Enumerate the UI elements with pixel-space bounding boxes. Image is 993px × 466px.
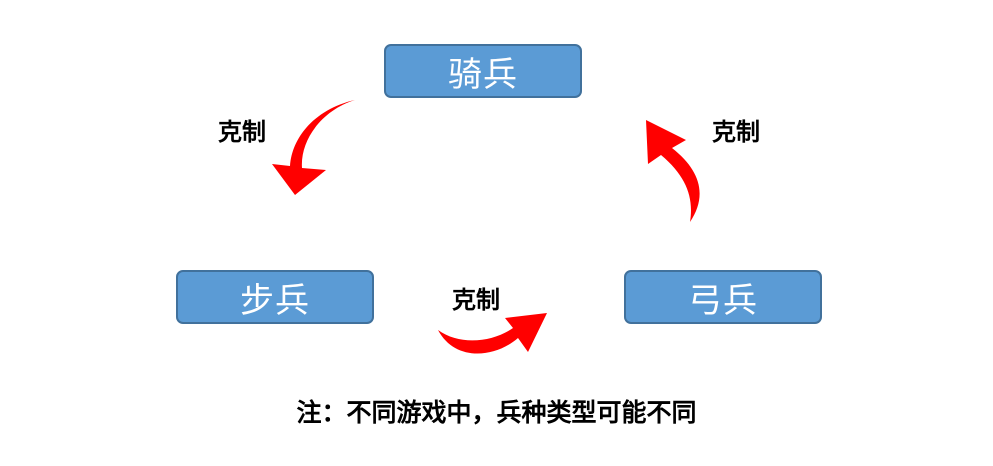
footnote: 注：不同游戏中，兵种类型可能不同 xyxy=(296,398,697,427)
relation-label-infantry-archer: 克制 xyxy=(452,286,500,314)
cavalry-node: 骑兵 xyxy=(384,44,582,98)
archer-node: 弓兵 xyxy=(624,270,822,324)
infantry-node: 步兵 xyxy=(176,270,374,324)
arrow-cavalry-to-infantry xyxy=(272,100,355,195)
infantry-label: 步兵 xyxy=(240,280,310,321)
relation-label-cavalry-infantry: 克制 xyxy=(218,118,266,146)
arrow-infantry-to-archer xyxy=(438,313,547,354)
archer-label: 弓兵 xyxy=(688,280,758,321)
cavalry-label: 骑兵 xyxy=(448,54,518,95)
arrow-archer-to-cavalry xyxy=(646,120,700,222)
relation-label-archer-cavalry: 克制 xyxy=(712,118,760,146)
